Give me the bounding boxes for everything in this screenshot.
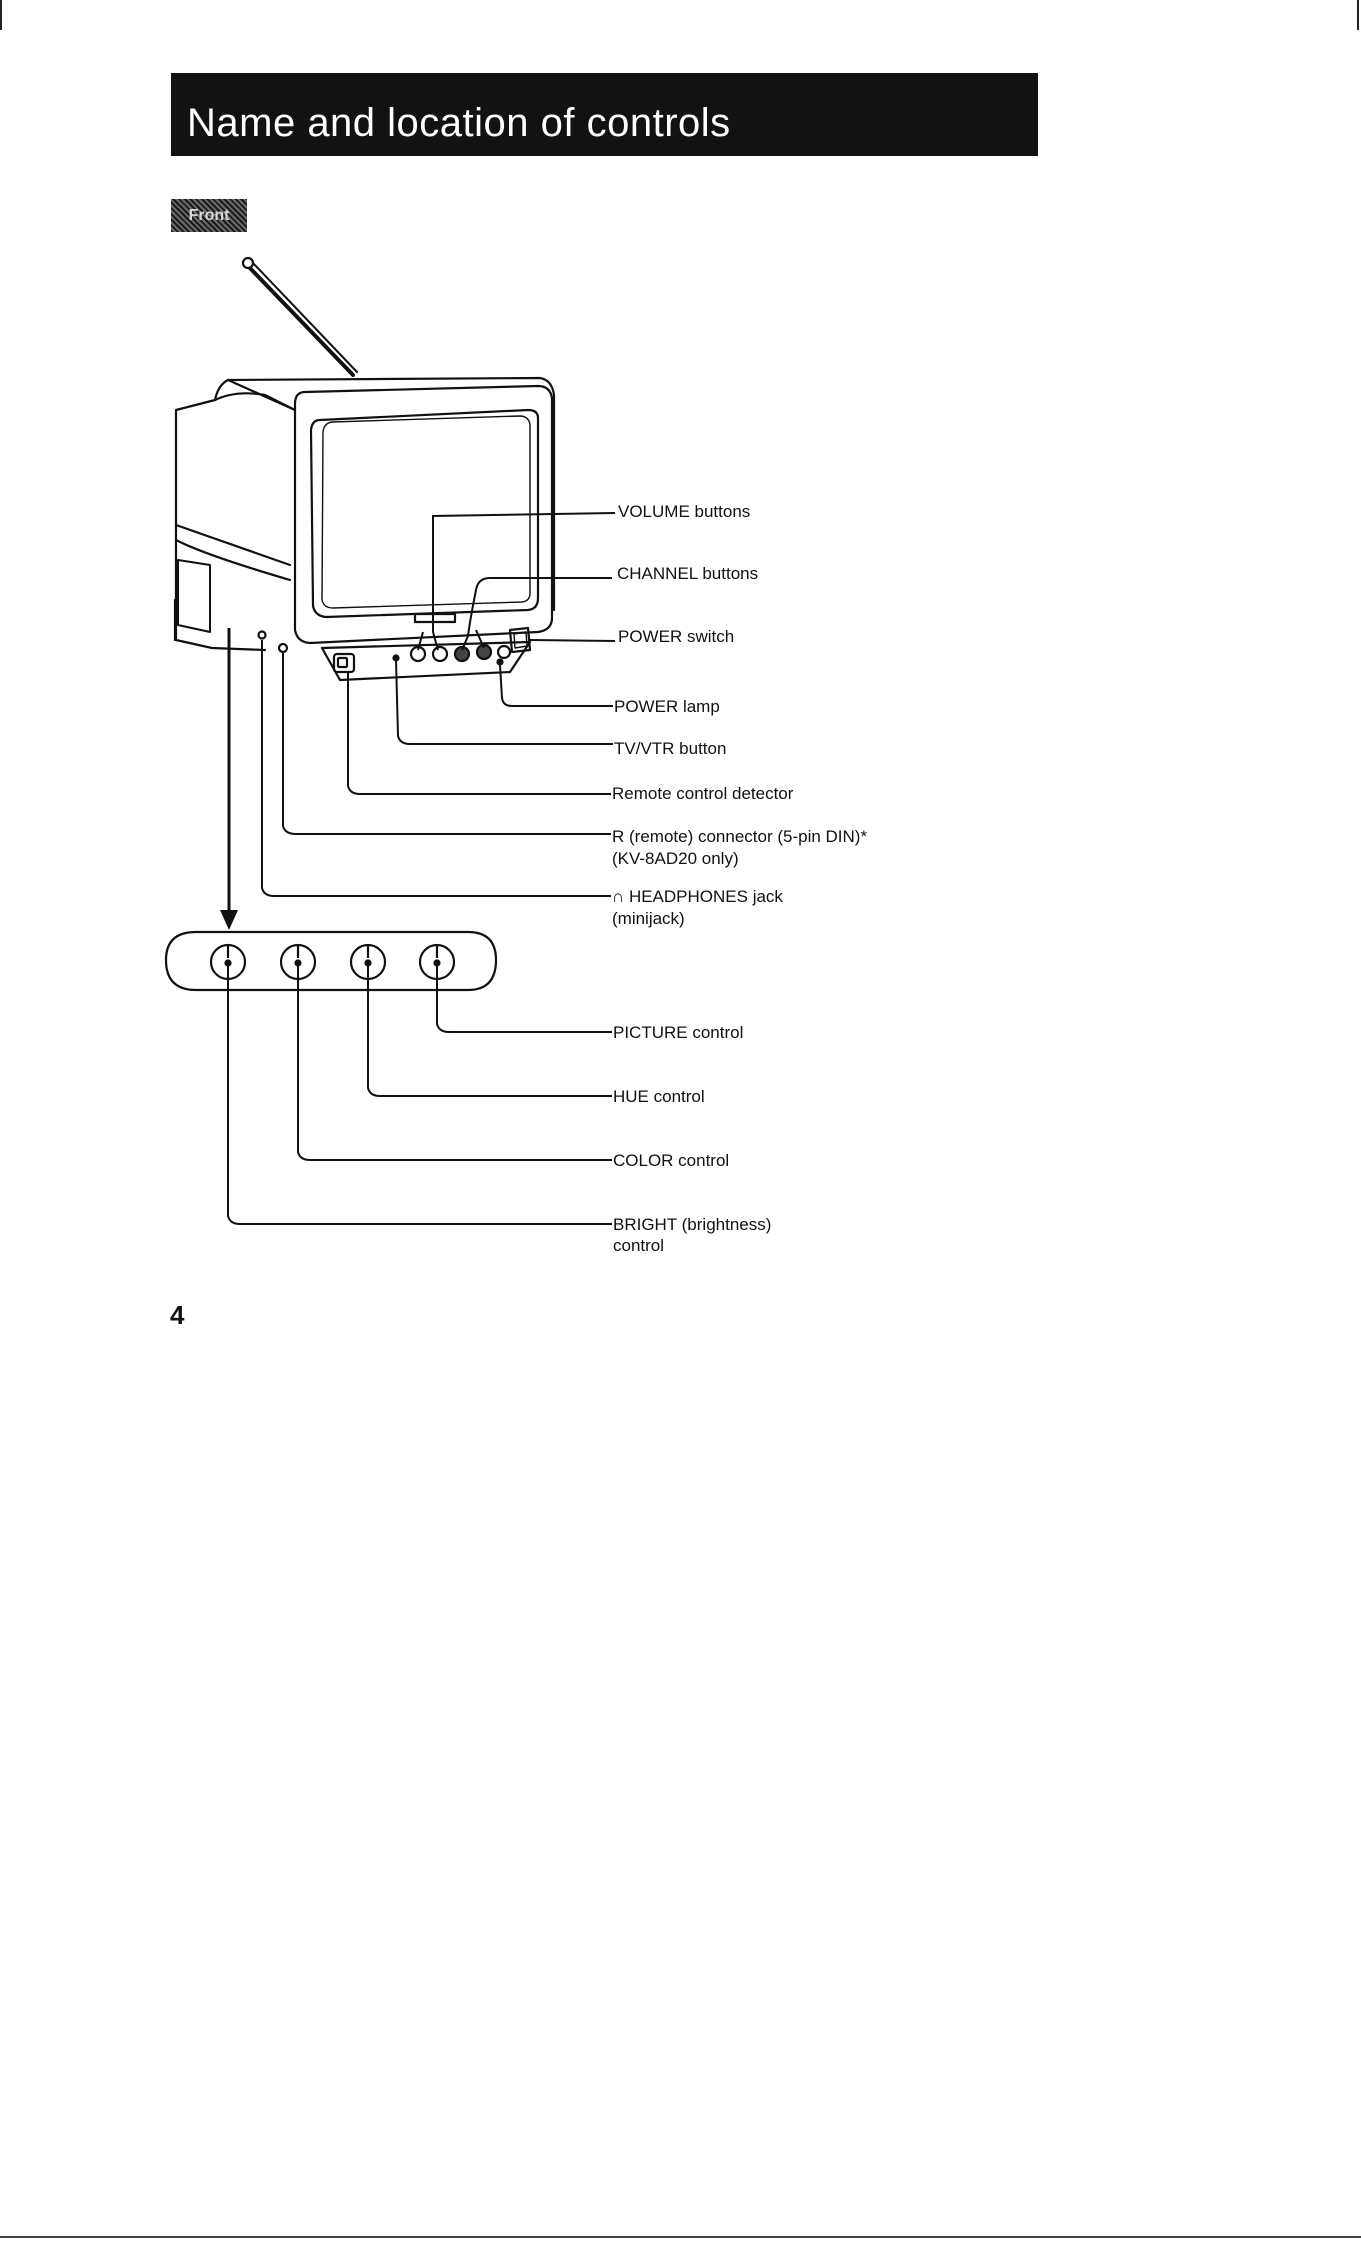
page-number: 4 [170, 1300, 184, 1331]
label-remote-connector: R (remote) connector (5-pin DIN)* [612, 826, 867, 847]
label-power-switch: POWER switch [618, 626, 734, 647]
label-tv-vtr-button: TV/VTR button [614, 738, 726, 759]
antenna-icon [243, 258, 357, 375]
label-color-control: COLOR control [613, 1150, 729, 1171]
side-panel-knobs [166, 932, 496, 990]
label-power-lamp: POWER lamp [614, 696, 720, 717]
arrow-down-icon [220, 910, 238, 930]
label-hue-control: HUE control [613, 1086, 705, 1107]
label-headphones-jack: ∩ HEADPHONES jack [612, 886, 783, 907]
label-remote-control-detector: Remote control detector [612, 783, 793, 804]
label-remote-connector-note: (KV-8AD20 only) [612, 848, 739, 869]
label-volume-buttons: VOLUME buttons [618, 501, 750, 522]
label-bright-control: BRIGHT (brightness) [613, 1214, 771, 1235]
label-bright-control-line2: control [613, 1235, 664, 1256]
label-picture-control: PICTURE control [613, 1022, 743, 1043]
label-headphones-minijack: (minijack) [612, 908, 685, 929]
tv-bezel [259, 386, 553, 680]
label-channel-buttons: CHANNEL buttons [617, 563, 758, 584]
bottom-page-edge [0, 2236, 1361, 2238]
